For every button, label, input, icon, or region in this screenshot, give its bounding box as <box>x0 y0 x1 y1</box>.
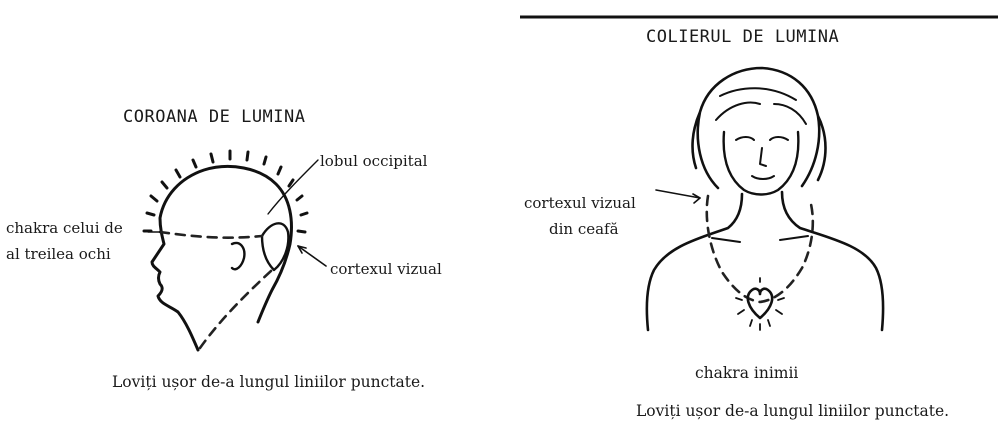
neck-shoulders <box>647 192 883 330</box>
label-heart-chakra: chakra inimii <box>695 364 798 382</box>
label-nape-cortex-line2: din ceafă <box>549 220 619 238</box>
left-caption: Loviți ușor de-a lungul liniilor punctat… <box>112 373 425 391</box>
nose-mouth <box>752 148 774 179</box>
hair-outline <box>693 68 826 188</box>
nape-arrowhead <box>693 194 700 203</box>
hair-strands <box>716 88 806 124</box>
occipital-leader <box>268 160 318 214</box>
visual-cortex-arrow <box>298 246 326 266</box>
necklace-title: COLIERUL DE LUMINA <box>646 27 839 47</box>
crown-of-light-panel: COROANA DE LUMINA <box>6 107 442 391</box>
crown-title: COROANA DE LUMINA <box>123 107 306 127</box>
heart-chakra-icon <box>736 278 784 330</box>
label-visual-cortex: cortexul vizual <box>330 260 442 278</box>
ear <box>232 243 244 269</box>
label-third-eye-line2: al treilea ochi <box>6 245 111 263</box>
eyes <box>736 137 788 140</box>
necklace-of-light-panel: COLIERUL DE LUMINA <box>520 17 998 420</box>
label-occipital-lobe: lobul occipital <box>320 152 428 170</box>
necklace-dotted-line <box>707 196 813 302</box>
label-third-eye-line1: chakra celui de <box>6 219 123 237</box>
label-nape-cortex-line1: cortexul vizual <box>524 194 636 212</box>
third-eye-dotted-line <box>160 232 262 238</box>
right-caption: Loviți ușor de-a lungul liniilor punctat… <box>636 402 949 420</box>
collarbones <box>712 236 808 242</box>
neck-dotted-line <box>200 270 272 348</box>
